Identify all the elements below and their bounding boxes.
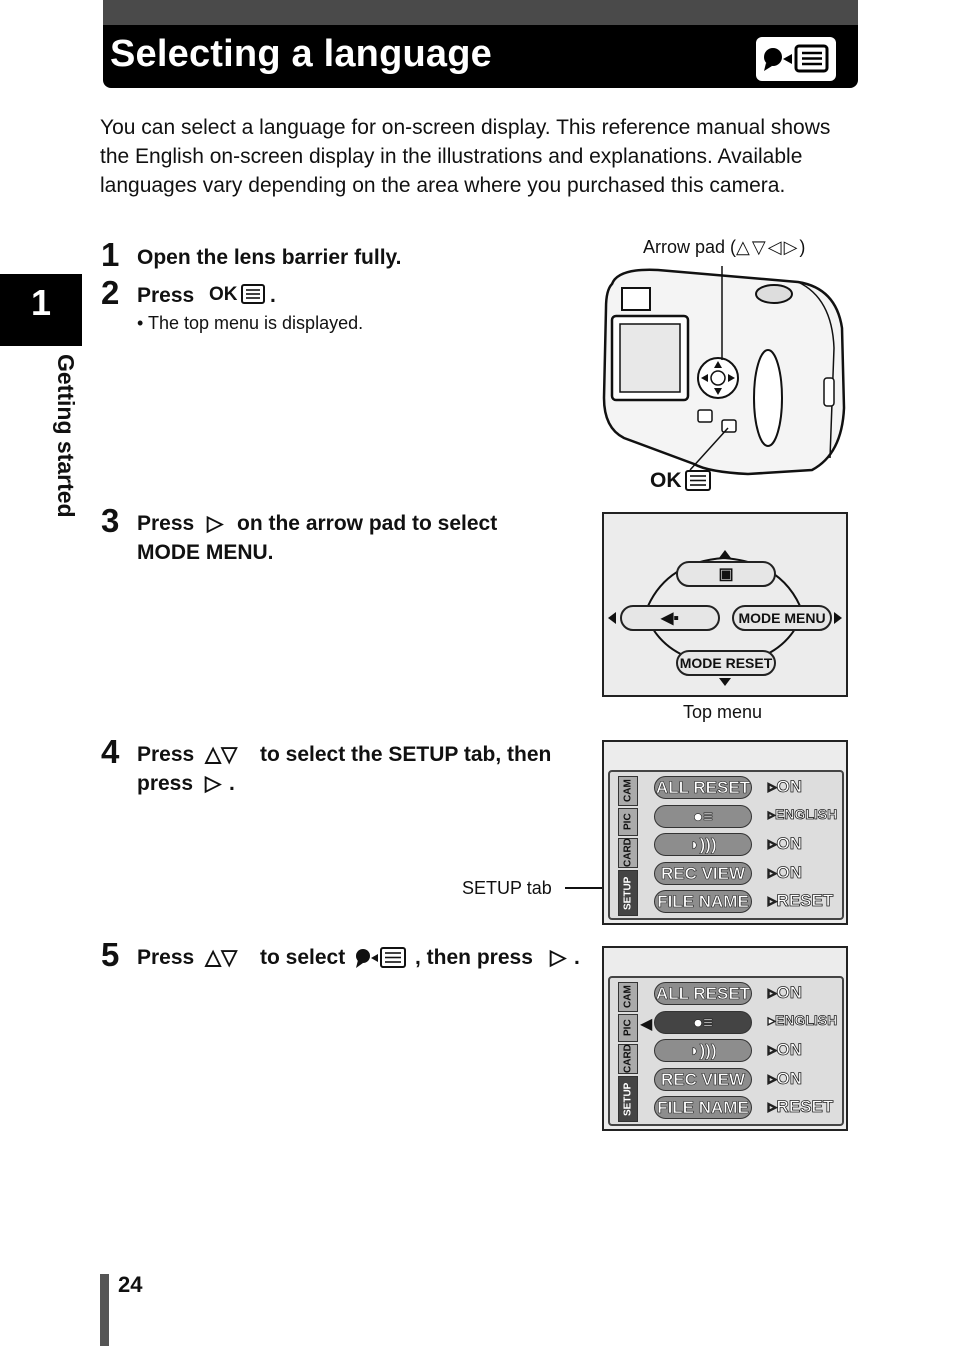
rec-view-value: ▹ON bbox=[768, 863, 803, 883]
step-1-text: Open the lens barrier fully. bbox=[137, 246, 402, 269]
step-4-number: 4 bbox=[101, 733, 120, 770]
step-2-period: . bbox=[270, 284, 276, 307]
setup-tab-leader-line bbox=[565, 887, 610, 889]
setup-menu-screen: CAM PIC CARD SETUP ALL RESET ▹ON ●≡ ▹ENG… bbox=[602, 740, 848, 925]
step-3-press: Press bbox=[137, 512, 195, 535]
arrow-pad-label: Arrow pad (△▽◁▷) bbox=[643, 237, 806, 257]
right-arrow-icon: ▷ bbox=[207, 512, 224, 535]
step-5-text-2: , then press bbox=[415, 946, 533, 969]
step-3-number: 3 bbox=[101, 502, 120, 539]
step-2-press: Press bbox=[137, 284, 195, 307]
up-down-arrows-icon: △▽ bbox=[205, 743, 238, 766]
language-value: ▸ENGLISH bbox=[768, 1012, 838, 1029]
rec-view-item: REC VIEW bbox=[654, 862, 752, 885]
step-5-number: 5 bbox=[101, 936, 120, 973]
step-3-text-2: MODE MENU. bbox=[137, 541, 274, 564]
tab-cam: CAM bbox=[618, 776, 638, 806]
language-item-selected: ●≡ bbox=[654, 1011, 752, 1034]
tab-card: CARD bbox=[618, 1044, 638, 1074]
page-title: Selecting a language bbox=[110, 33, 492, 75]
top-menu-screen: ▣ ◀▪ MODE MENU MODE RESET bbox=[602, 512, 848, 697]
step-4-period: . bbox=[229, 772, 235, 795]
tab-card: CARD bbox=[618, 838, 638, 868]
beep-icon: ◗))) bbox=[689, 1040, 717, 1060]
quality-icon: ◀▪ bbox=[661, 610, 679, 627]
chapter-tab bbox=[0, 274, 82, 346]
step-1-number: 1 bbox=[101, 236, 120, 273]
setup-menu-card: CAM PIC CARD SETUP ALL RESET ▹ON ●≡ ▹ENG… bbox=[608, 770, 844, 920]
top-menu-up-option: ▣ bbox=[676, 561, 776, 587]
language-setup-icon bbox=[756, 37, 836, 81]
mode-menu-option: MODE MENU bbox=[732, 605, 832, 631]
all-reset-value: ▹ON bbox=[768, 777, 803, 797]
file-name-value: ▹RESET bbox=[768, 1097, 834, 1117]
svg-text:OK: OK bbox=[209, 284, 238, 305]
file-name-item: FILE NAME bbox=[654, 1096, 752, 1119]
step-5-period: . bbox=[574, 946, 580, 969]
beep-value: ▹ON bbox=[768, 834, 803, 854]
right-arrow-icon: ▷ bbox=[550, 946, 567, 969]
step-3-text: on the arrow pad to select bbox=[237, 512, 498, 535]
setup-tab-caption: SETUP tab bbox=[462, 878, 552, 898]
top-menu-left-option: ◀▪ bbox=[620, 605, 720, 631]
up-down-arrows-icon: △▽ bbox=[205, 946, 238, 969]
selection-cursor-left-icon: ◀ bbox=[640, 1016, 653, 1033]
step-4-text: to select the SETUP tab, then bbox=[260, 743, 552, 766]
beep-value: ▹ON bbox=[768, 1040, 803, 1060]
file-name-value: ▹RESET bbox=[768, 891, 834, 911]
intro-paragraph: You can select a language for on-screen … bbox=[100, 116, 831, 197]
language-setup-icon bbox=[353, 944, 409, 977]
beep-item: ◗))) bbox=[654, 833, 752, 856]
movie-mode-icon: ▣ bbox=[718, 566, 734, 583]
all-reset-value: ▹ON bbox=[768, 983, 803, 1003]
page-number: 24 bbox=[118, 1272, 143, 1297]
header-top-bar bbox=[103, 0, 858, 25]
step-4-press: Press bbox=[137, 743, 195, 766]
tab-setup: SETUP bbox=[618, 1076, 638, 1122]
arrow-pad-glyphs-icon: △▽◁▷ bbox=[736, 237, 800, 257]
setup-menu-screen-selected: CAM PIC CARD SETUP ALL RESET ▹ON ◀ ●≡ ▸E… bbox=[602, 946, 848, 1131]
beep-item: ◗))) bbox=[654, 1039, 752, 1062]
header-bar bbox=[103, 25, 858, 88]
all-reset-item: ALL RESET bbox=[654, 982, 752, 1005]
camera-illustration bbox=[598, 258, 850, 503]
tab-pic: PIC bbox=[618, 808, 638, 836]
language-icon: ●≡ bbox=[692, 806, 714, 826]
ok-button-label: OK bbox=[650, 467, 716, 498]
tab-cam: CAM bbox=[618, 982, 638, 1012]
page-number-bar bbox=[100, 1274, 109, 1346]
ok-menu-button-icon: OK bbox=[209, 282, 267, 311]
step-5-press: Press bbox=[137, 946, 195, 969]
top-menu-caption: Top menu bbox=[683, 702, 763, 722]
file-name-item: FILE NAME bbox=[654, 890, 752, 913]
language-icon: ●≡ bbox=[692, 1012, 714, 1032]
chapter-title: Getting started bbox=[53, 354, 79, 518]
rec-view-value: ▹ON bbox=[768, 1069, 803, 1089]
language-value: ▹ENGLISH bbox=[768, 806, 838, 823]
tab-pic: PIC bbox=[618, 1014, 638, 1042]
rec-view-item: REC VIEW bbox=[654, 1068, 752, 1091]
step-4-press-2: press bbox=[137, 772, 194, 795]
right-arrow-icon: ▷ bbox=[205, 772, 222, 795]
step-5-text: to select bbox=[260, 946, 346, 969]
step-2-number: 2 bbox=[101, 274, 120, 311]
tab-setup: SETUP bbox=[618, 870, 638, 916]
language-item: ●≡ bbox=[654, 805, 752, 828]
all-reset-item: ALL RESET bbox=[654, 776, 752, 799]
mode-reset-option: MODE RESET bbox=[676, 650, 776, 676]
svg-text:OK: OK bbox=[650, 469, 682, 492]
chapter-number: 1 bbox=[30, 282, 52, 323]
beep-icon: ◗))) bbox=[689, 834, 717, 854]
setup-menu-card: CAM PIC CARD SETUP ALL RESET ▹ON ◀ ●≡ ▸E… bbox=[608, 976, 844, 1126]
step-2-note: • The top menu is displayed. bbox=[137, 313, 364, 333]
